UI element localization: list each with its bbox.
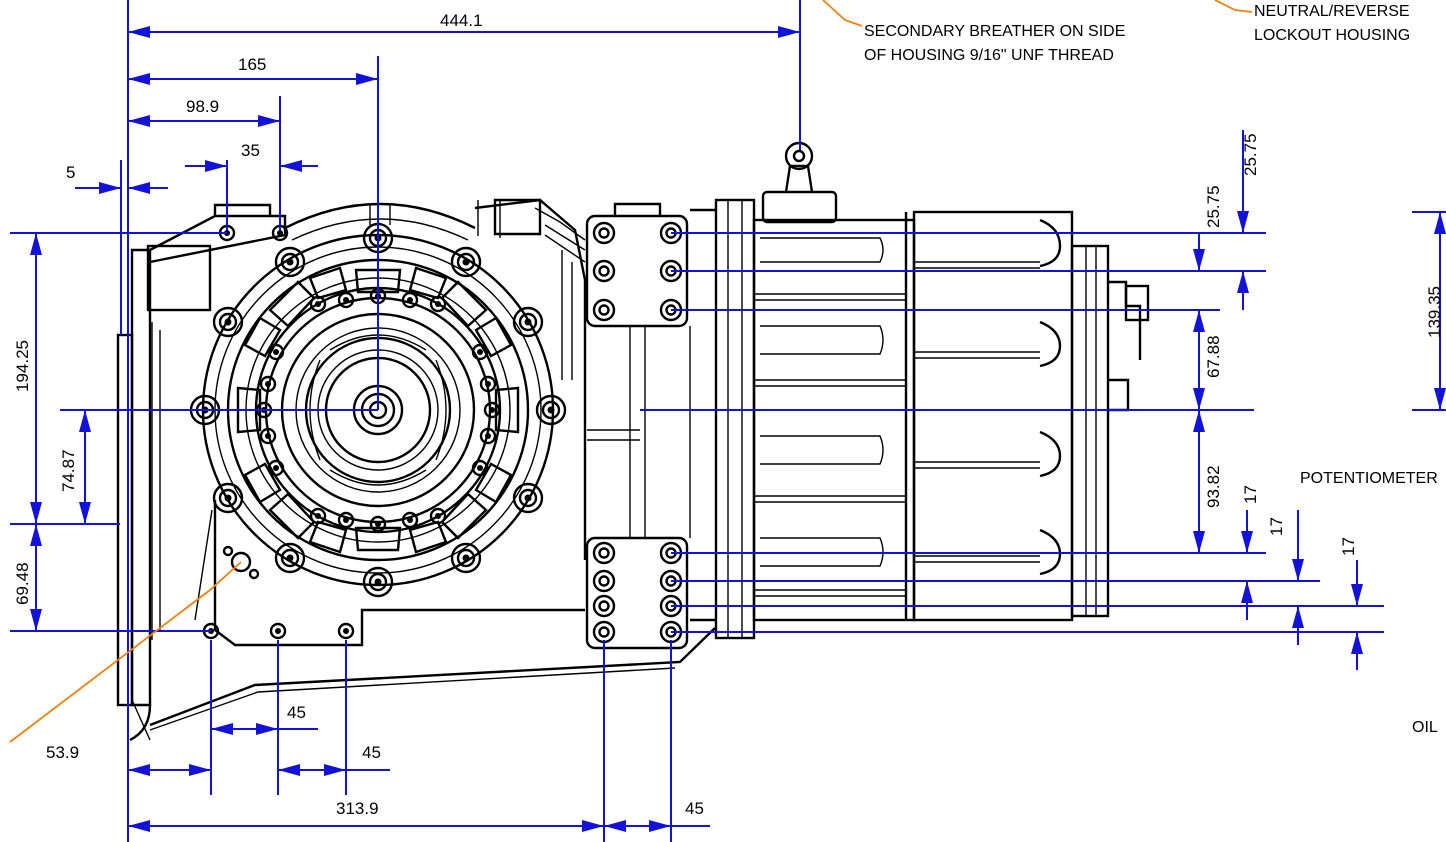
dim-overall-height-left: 194.25 [13,340,32,392]
dim-base-pitch-1: 45 [287,703,306,722]
dim-center-to-lower: 74.87 [59,449,78,492]
dim-rear-hole-pitch: 45 [685,799,704,818]
dim-right-lower-2: 17 [1267,517,1286,536]
dim-mount-hole-spacing: 35 [241,141,260,160]
dim-flange-offset: 5 [66,163,75,182]
dim-right-top-2: 25.75 [1241,133,1260,176]
dim-right-top-1: 25.75 [1204,185,1223,228]
neutral-lockout-line1: NEUTRAL/REVERSE [1254,3,1410,20]
neutral-lockout-line2: LOCKOUT HOUSING [1254,27,1410,44]
dim-to-rear-holes: 313.9 [336,799,379,818]
breather-callout-line2: OF HOUSING 9/16" UNF THREAD [864,47,1114,64]
dim-base-hole-offset: 53.9 [46,743,79,762]
dim-to-center: 165 [238,55,266,74]
gearbox-outline [116,141,1150,742]
dim-right-center-to-lower: 93.82 [1204,465,1223,508]
dim-overall-length: 444.1 [440,11,483,30]
dim-lower-to-base: 69.48 [13,562,32,605]
dim-right-lower-1: 17 [1241,485,1260,504]
potentiometer-label: POTENTIOMETER [1300,470,1438,487]
dim-to-mount-hole: 98.9 [186,97,219,116]
breather-callout-line1: SECONDARY BREATHER ON SIDE [864,23,1125,40]
oil-label: OIL [1412,719,1438,736]
dim-far-right: 139.35 [1425,286,1444,338]
leader-lines [9,0,1253,743]
dimension-lines [10,0,1446,842]
dim-right-upper-to-center: 67.88 [1204,335,1223,378]
dim-right-lower-3: 17 [1339,537,1358,556]
dim-base-pitch-2: 45 [362,743,381,762]
